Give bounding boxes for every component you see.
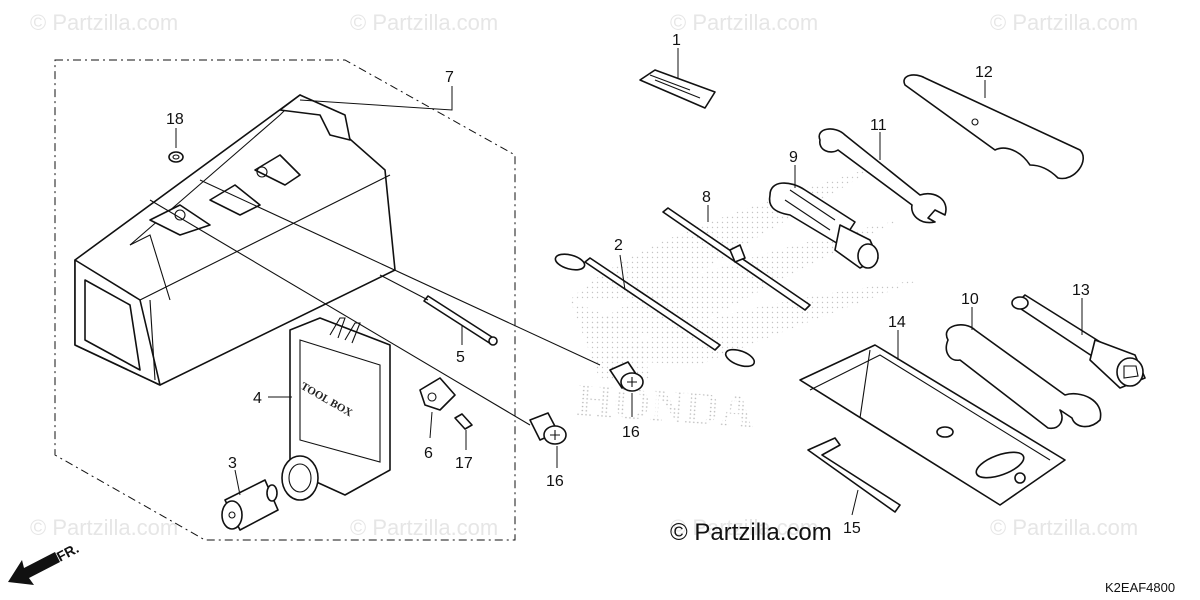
screw-part-16-b[interactable]	[529, 412, 567, 445]
callout-13: 13	[1072, 282, 1090, 299]
front-direction-arrow: FR.	[8, 540, 81, 585]
watermark: © Partzilla.com	[990, 10, 1138, 35]
pin-part-17[interactable]	[454, 413, 473, 430]
callout-15: 15	[843, 520, 861, 537]
callout-6: 6	[424, 445, 433, 462]
callout-5: 5	[456, 349, 465, 366]
diagram-code: K2EAF4800	[1105, 580, 1175, 595]
assembly-boundary	[54, 59, 516, 541]
rod-part-5[interactable]	[423, 295, 498, 346]
watermark: © Partzilla.com	[670, 10, 818, 35]
callout-18: 18	[166, 111, 184, 128]
callout-16-b: 16	[546, 473, 564, 490]
callout-1: 1	[672, 32, 681, 49]
copyright-text: © Partzilla.com	[670, 519, 832, 546]
watermark: © Partzilla.com	[990, 515, 1138, 540]
fuse-puller-part-1[interactable]	[639, 69, 716, 109]
watermark: © Partzilla.com	[30, 10, 178, 35]
double-wrench-part-10[interactable]	[945, 324, 1102, 430]
callout-14: 14	[888, 314, 906, 331]
socket-wrench-part-13[interactable]	[1011, 294, 1146, 389]
watermark: © Partzilla.com	[670, 515, 818, 540]
round-connector[interactable]	[281, 455, 319, 501]
screw-part-16-a[interactable]	[609, 361, 644, 392]
cover-part-4[interactable]: TOOL BOX	[289, 317, 391, 496]
callout-3: 3	[228, 455, 237, 472]
pin-spanner-part-12[interactable]	[903, 74, 1084, 180]
callout-12: 12	[975, 64, 993, 81]
open-wrench-part-11[interactable]	[818, 128, 947, 224]
hex-key-part-15[interactable]	[807, 437, 901, 513]
callout-16-a: 16	[622, 424, 640, 441]
honda-logo-text: HONDA	[574, 373, 756, 438]
washer-part-18[interactable]	[168, 151, 184, 163]
callout-17: 17	[455, 455, 473, 472]
screwdriver-handle-part-9[interactable]	[768, 182, 879, 269]
callout-7: 7	[445, 69, 454, 86]
grommet-part-3[interactable]	[221, 479, 279, 531]
callout-11: 11	[870, 117, 887, 134]
tool-bag-part-14[interactable]	[799, 344, 1066, 506]
callout-10: 10	[961, 291, 979, 308]
watermark: © Partzilla.com	[350, 515, 498, 540]
screwdriver-bit-part-8[interactable]	[662, 207, 811, 311]
leader-lines	[149, 48, 1083, 516]
callout-4: 4	[253, 390, 262, 407]
strap-rod-part-2[interactable]	[554, 251, 757, 369]
callout-8: 8	[702, 189, 711, 206]
watermark: © Partzilla.com	[350, 10, 498, 35]
callout-9: 9	[789, 149, 798, 166]
watermark: © Partzilla.com	[30, 515, 178, 540]
clip-part-6[interactable]	[419, 377, 456, 411]
callout-2: 2	[614, 237, 623, 254]
